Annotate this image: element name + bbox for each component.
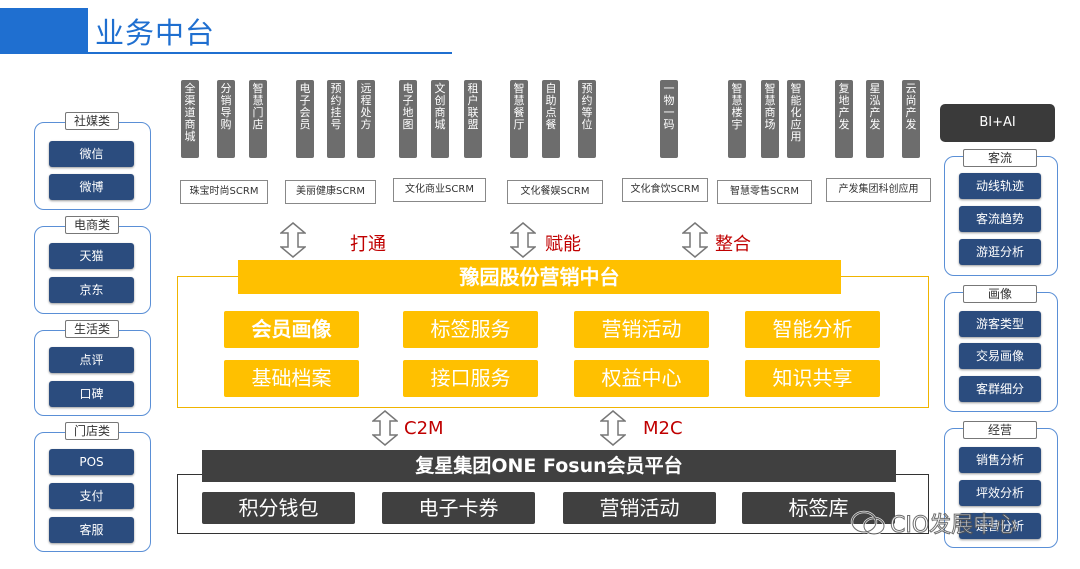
scrm-item[interactable]: 电子地图 — [399, 80, 417, 158]
scrm-item[interactable]: 远程处方 — [357, 80, 375, 158]
scrm-label: 智慧零售SCRM — [717, 180, 812, 204]
left-group-social: 社媒类 微信 微博 — [34, 112, 151, 210]
left-item-button[interactable]: 京东 — [49, 277, 134, 303]
left-group-header: 生活类 — [65, 320, 119, 338]
middle-module-button[interactable]: 知识共享 — [745, 360, 880, 397]
scrm-item[interactable]: 预约等位 — [578, 80, 596, 158]
scrm-item[interactable]: 一物一码 — [660, 80, 678, 158]
middle-module-button[interactable]: 标签服务 — [403, 311, 538, 348]
left-item-button[interactable]: 支付 — [49, 483, 134, 509]
arrow-label: 打通 — [350, 234, 386, 255]
scrm-item[interactable]: 智慧门店 — [249, 80, 267, 158]
scrm-item[interactable]: 文创商城 — [431, 80, 449, 158]
scrm-item[interactable]: 复地产发 — [835, 80, 853, 158]
right-item-button[interactable]: 游逛分析 — [959, 239, 1041, 265]
watermark: CIO发展中心 — [850, 507, 1018, 539]
right-group-header: 经营 — [963, 421, 1037, 439]
right-group-header: 画像 — [963, 285, 1037, 303]
right-item-button[interactable]: 交易画像 — [959, 343, 1041, 369]
left-group-header: 电商类 — [65, 216, 119, 234]
middle-module-button[interactable]: 营销活动 — [574, 311, 709, 348]
scrm-label: 文化商业SCRM — [393, 178, 486, 202]
middle-module-button[interactable]: 接口服务 — [403, 360, 538, 397]
middle-module-button[interactable]: 基础档案 — [224, 360, 359, 397]
right-item-button[interactable]: 动线轨迹 — [959, 173, 1041, 199]
scrm-item[interactable]: 电子会员 — [296, 80, 314, 158]
left-item-button[interactable]: 天猫 — [49, 243, 134, 269]
left-item-button[interactable]: 口碑 — [49, 381, 134, 407]
scrm-item[interactable]: 智慧楼宇 — [728, 80, 746, 158]
right-group-profile: 画像 游客类型 交易画像 客群细分 — [944, 285, 1058, 412]
arrow-label: 赋能 — [545, 234, 581, 255]
scrm-item[interactable]: 云尚产发 — [902, 80, 920, 158]
wechat-icon — [850, 510, 886, 536]
right-group-traffic: 客流 动线轨迹 客流趋势 游逛分析 — [944, 149, 1058, 276]
member-module-button[interactable]: 积分钱包 — [202, 492, 355, 524]
scrm-item[interactable]: 租户联盟 — [464, 80, 482, 158]
middle-module-button[interactable]: 权益中心 — [574, 360, 709, 397]
scrm-item[interactable]: 智慧商场 — [761, 80, 779, 158]
double-arrow-icon — [510, 222, 536, 258]
scrm-item[interactable]: 全渠道商城 — [181, 80, 199, 158]
title-accent-bar — [0, 8, 88, 54]
right-group-operation: 经营 销售分析 坪效分析 运营分析 — [944, 421, 1058, 548]
right-group-header: 客流 — [963, 149, 1037, 167]
left-group-ecommerce: 电商类 天猫 京东 — [34, 216, 151, 314]
right-item-button[interactable]: 客群细分 — [959, 376, 1041, 402]
arrow-label: C2M — [404, 418, 444, 439]
left-group-header: 社媒类 — [65, 112, 119, 130]
left-item-button[interactable]: POS — [49, 449, 134, 475]
left-group-header: 门店类 — [65, 422, 119, 440]
member-module-button[interactable]: 营销活动 — [563, 492, 716, 524]
marketing-platform-title: 豫园股份营销中台 — [238, 260, 841, 294]
double-arrow-icon — [372, 410, 398, 446]
bi-ai-button[interactable]: BI+AI — [940, 104, 1055, 142]
member-module-button[interactable]: 电子卡券 — [382, 492, 535, 524]
scrm-label: 产发集团科创应用 — [826, 178, 931, 202]
member-platform-title: 复星集团ONE Fosun会员平台 — [202, 450, 896, 482]
watermark-text: CIO发展中心 — [889, 513, 1018, 539]
right-item-button[interactable]: 坪效分析 — [959, 480, 1041, 506]
scrm-item[interactable]: 智慧餐厅 — [510, 80, 528, 158]
left-item-button[interactable]: 点评 — [49, 347, 134, 373]
scrm-item[interactable]: 预约挂号 — [327, 80, 345, 158]
scrm-item[interactable]: 分销导购 — [217, 80, 235, 158]
right-item-button[interactable]: 客流趋势 — [959, 206, 1041, 232]
scrm-item[interactable]: 星泓产发 — [866, 80, 884, 158]
right-item-button[interactable]: 销售分析 — [959, 447, 1041, 473]
left-item-button[interactable]: 微信 — [49, 141, 134, 167]
scrm-label: 美丽健康SCRM — [285, 180, 376, 204]
scrm-label: 珠宝时尚SCRM — [180, 180, 268, 204]
page-title: 业务中台 — [95, 16, 216, 50]
left-group-life: 生活类 点评 口碑 — [34, 320, 151, 416]
middle-module-button[interactable]: 智能分析 — [745, 311, 880, 348]
scrm-item[interactable]: 自助点餐 — [542, 80, 560, 158]
double-arrow-icon — [682, 222, 708, 258]
arrow-label: M2C — [643, 418, 683, 439]
right-item-button[interactable]: 游客类型 — [959, 311, 1041, 337]
left-item-button[interactable]: 微博 — [49, 174, 134, 200]
middle-module-button[interactable]: 会员画像 — [224, 311, 359, 348]
scrm-label: 文化餐娱SCRM — [507, 180, 603, 204]
double-arrow-icon — [600, 410, 626, 446]
double-arrow-icon — [280, 222, 306, 258]
arrow-label: 整合 — [715, 234, 751, 255]
title-underline — [88, 52, 452, 54]
left-item-button[interactable]: 客服 — [49, 517, 134, 543]
scrm-label: 文化食饮SCRM — [622, 178, 708, 202]
scrm-item[interactable]: 智能化应用 — [787, 80, 805, 158]
right-item-button[interactable]: 运营分析 — [959, 513, 1041, 539]
left-group-store: 门店类 POS 支付 客服 — [34, 422, 151, 552]
